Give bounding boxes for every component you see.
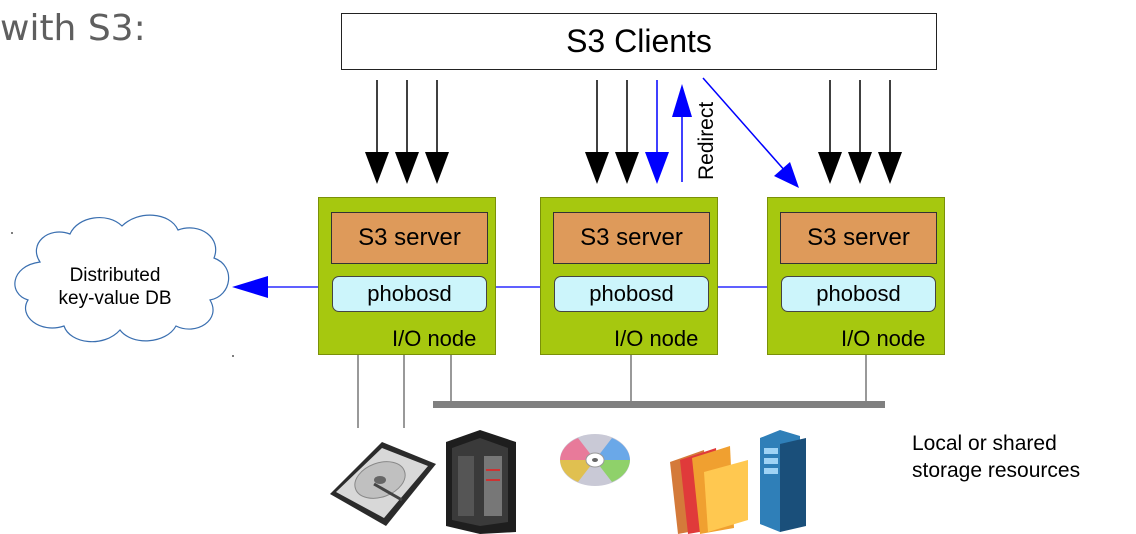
kv-db-cloud — [14, 214, 230, 343]
s3-server-box: S3 server — [780, 212, 937, 264]
storage-label-line-2: storage resources — [912, 459, 1081, 482]
redirected-request-arrow — [702, 77, 799, 188]
optical-disc-icon — [560, 434, 630, 486]
s3-server-box: S3 server — [331, 212, 488, 264]
kv-db-line-1: Distributed — [69, 265, 161, 286]
io-node-2: S3 server phobosd I/O node — [540, 197, 718, 355]
s3-clients-label: S3 Clients — [566, 23, 712, 59]
folders-icon — [670, 446, 748, 534]
kv-db-line-2: key-value DB — [58, 288, 172, 309]
s3-clients-box: S3 Clients — [341, 13, 937, 70]
s3-server-box: S3 server — [553, 212, 710, 264]
io-node-label: I/O node — [614, 326, 699, 351]
client-arrows-node-3 — [818, 80, 902, 184]
phobosd-box: phobosd — [332, 276, 487, 312]
server-tower-icon — [760, 430, 806, 532]
server-rack-icon — [446, 430, 516, 534]
page-heading: with S3: — [0, 8, 146, 49]
client-arrows-node-2 — [585, 80, 692, 184]
phobosd-box: phobosd — [554, 276, 709, 312]
io-node-3: S3 server phobosd I/O node — [767, 197, 945, 355]
storage-label-line-1: Local or shared — [912, 432, 1057, 455]
redirect-label: Redirect — [695, 101, 718, 180]
client-arrows-node-1 — [365, 80, 449, 184]
kv-db-label: Distributed key-value DB — [20, 264, 210, 310]
phobosd-box: phobosd — [781, 276, 936, 312]
storage-bus — [357, 355, 885, 428]
io-node-label: I/O node — [841, 326, 926, 351]
storage-resources-label: Local or shared storage resources — [912, 430, 1080, 484]
io-node-label: I/O node — [392, 326, 477, 351]
io-node-1: S3 server phobosd I/O node — [318, 197, 496, 355]
storage-icons — [330, 430, 806, 534]
hard-disk-icon — [330, 442, 436, 526]
